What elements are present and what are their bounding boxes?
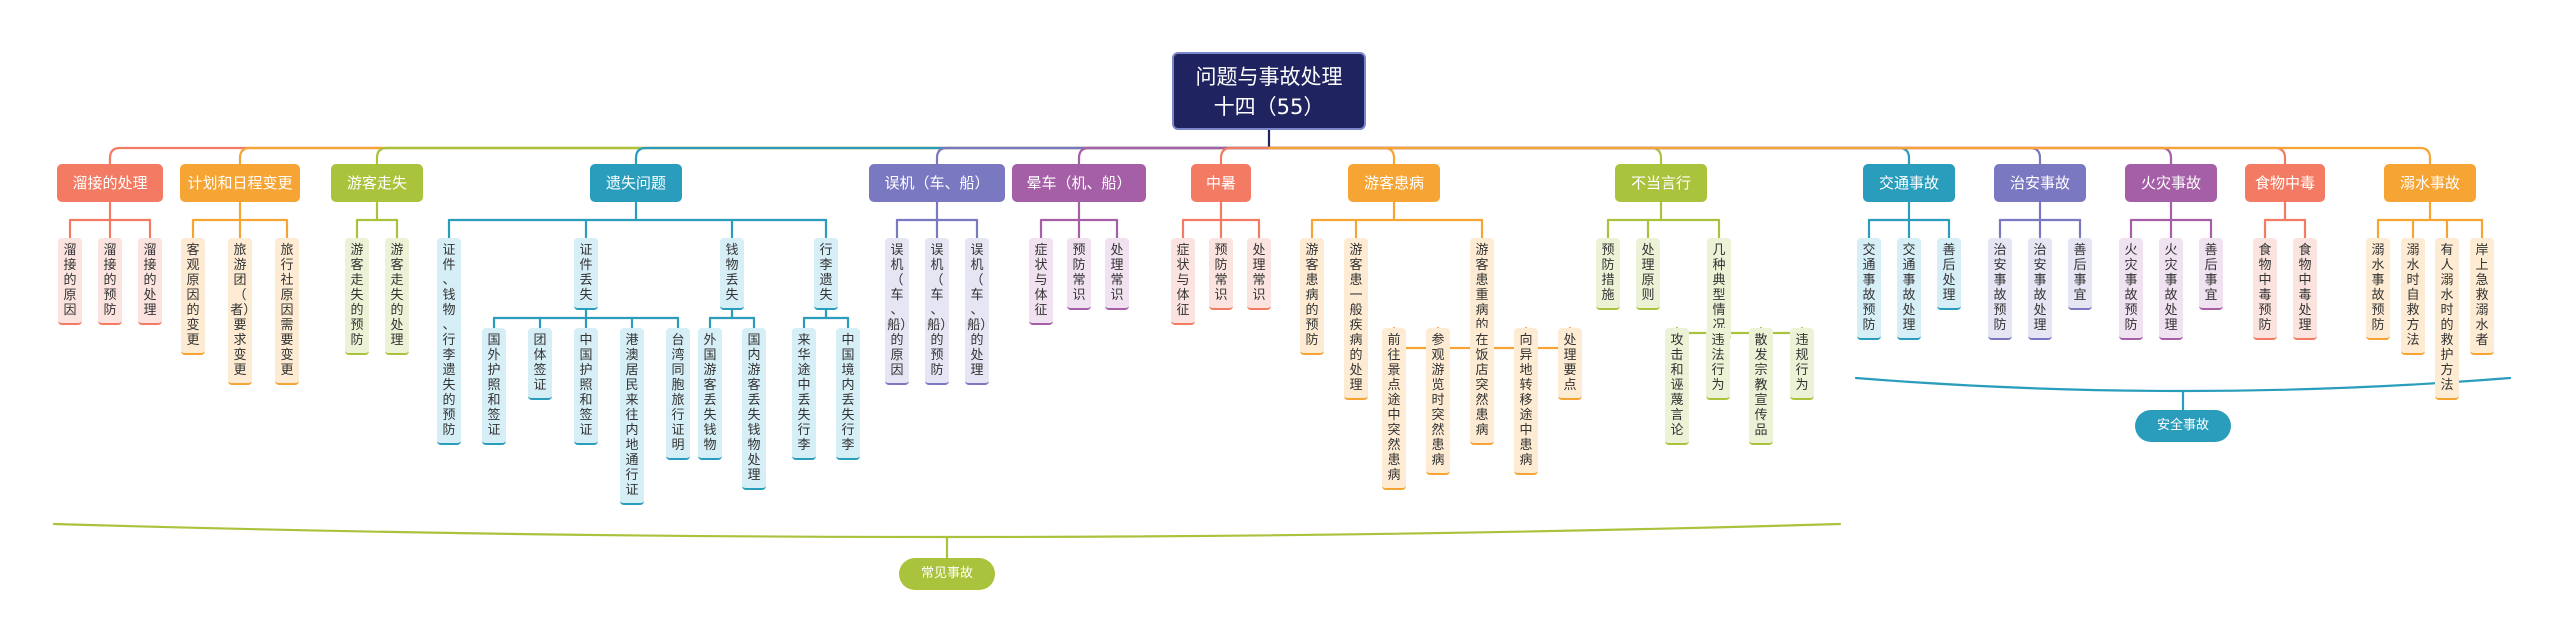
leaf-3-3-1[interactable]: 中国境内丢失行李 [836,328,860,460]
leaf-13-0[interactable]: 溺水事故预防 [2366,238,2390,340]
leaf-0-0[interactable]: 溜接的原因 [58,238,82,325]
category-0[interactable]: 溜接的处理 [57,164,163,202]
leaf-3-1-3[interactable]: 港澳居民来往内地通行证 [620,328,644,505]
category-4[interactable]: 误机（车、船） [869,164,1005,202]
subtopic-8-2[interactable]: 几种典型情况 [1707,238,1731,340]
subtopic-8-0[interactable]: 预防措施 [1596,238,1620,310]
leaf-3-1-2[interactable]: 中国护照和签证 [574,328,598,445]
subtopic-7-1[interactable]: 游客患一般疾病的处理 [1344,238,1368,400]
leaf-3-1-1[interactable]: 团体签证 [528,328,552,400]
leaf-11-0[interactable]: 火灾事故预防 [2119,238,2143,340]
connector-lines [68,128,2484,370]
subtopic-8-1[interactable]: 处理原则 [1636,238,1660,310]
leaf-4-0[interactable]: 误机（车、船）的原因 [885,238,909,385]
group-label-safety-accidents[interactable]: 安全事故 [2135,410,2231,442]
subtopic-3-2[interactable]: 钱物丢失 [720,238,744,310]
leaf-7-2-3[interactable]: 向异地转移途中患病 [1514,328,1538,475]
category-13[interactable]: 溺水事故 [2384,164,2476,202]
subtopic-7-0[interactable]: 游客患病的预防 [1300,238,1324,355]
leaf-9-1[interactable]: 交通事故处理 [1897,238,1921,340]
category-9[interactable]: 交通事故 [1863,164,1955,202]
category-11[interactable]: 火灾事故 [2125,164,2217,202]
leaf-9-2[interactable]: 善后处理 [1937,238,1961,310]
category-8[interactable]: 不当言行 [1615,164,1707,202]
leaf-7-2-1[interactable]: 参观游览时突然患病 [1426,328,1450,475]
leaf-3-2-0[interactable]: 外国游客丢失钱物 [698,328,722,460]
subtopic-3-1[interactable]: 证件丢失 [574,238,598,310]
leaf-8-2-3[interactable]: 违规行为 [1790,328,1814,400]
root-topic[interactable]: 问题与事故处理 十四（55） [1172,52,1366,130]
leaf-9-0[interactable]: 交通事故预防 [1857,238,1881,340]
leaf-1-2[interactable]: 旅行社原因需要变更 [275,238,299,385]
leaf-3-2-1[interactable]: 国内游客丢失钱物处理 [742,328,766,490]
leaf-5-2[interactable]: 处理常识 [1105,238,1129,310]
category-1[interactable]: 计划和日程变更 [180,164,300,202]
leaf-5-0[interactable]: 症状与体征 [1029,238,1053,325]
leaf-7-2-2[interactable]: 在饭店突然患病 [1470,328,1494,445]
leaf-11-2[interactable]: 善后事宜 [2199,238,2223,310]
leaf-6-1[interactable]: 预防常识 [1209,238,1233,310]
group-brackets [52,376,2512,560]
category-6[interactable]: 中暑 [1191,164,1251,202]
leaf-0-1[interactable]: 溜接的预防 [98,238,122,325]
leaf-10-2[interactable]: 善后事宜 [2068,238,2092,310]
leaf-13-3[interactable]: 岸上急救溺水者 [2470,238,2494,355]
category-2[interactable]: 游客走失 [331,164,423,202]
leaf-13-1[interactable]: 溺水时自救方法 [2401,238,2425,355]
category-5[interactable]: 晕车（机、船） [1012,164,1146,202]
group-label-common-accidents[interactable]: 常见事故 [899,558,995,590]
leaf-8-2-1[interactable]: 违法行为 [1706,328,1730,400]
subtopic-3-3[interactable]: 行李遗失 [814,238,838,310]
leaf-4-2[interactable]: 误机（车、船）的处理 [965,238,989,385]
leaf-0-2[interactable]: 溜接的处理 [138,238,162,325]
leaf-6-0[interactable]: 症状与体征 [1171,238,1195,325]
leaf-3-3-0[interactable]: 来华途中丢失行李 [792,328,816,460]
leaf-3-1-4[interactable]: 台湾同胞旅行证明 [666,328,690,460]
root-title: 问题与事故处理 [1195,65,1343,89]
leaf-2-1[interactable]: 游客走失的处理 [385,238,409,355]
category-7[interactable]: 游客患病 [1348,164,1440,202]
leaf-10-1[interactable]: 治安事故处理 [2028,238,2052,340]
leaf-1-1[interactable]: 旅游团（者）要求变更 [228,238,252,385]
root-subtitle: 十四（55） [1213,95,1325,119]
leaf-7-2-4[interactable]: 处理要点 [1558,328,1582,400]
leaf-12-1[interactable]: 食物中毒处理 [2293,238,2317,340]
category-10[interactable]: 治安事故 [1994,164,2086,202]
subtopic-3-0[interactable]: 证件、钱物、行李遗失的预防 [437,238,461,445]
leaf-11-1[interactable]: 火灾事故处理 [2159,238,2183,340]
leaf-10-0[interactable]: 治安事故预防 [1988,238,2012,340]
leaf-8-2-0[interactable]: 攻击和诬蔑言论 [1665,328,1689,445]
leaf-2-0[interactable]: 游客走失的预防 [345,238,369,355]
category-12[interactable]: 食物中毒 [2245,164,2325,202]
leaf-1-0[interactable]: 客观原因的变更 [181,238,205,355]
leaf-4-1[interactable]: 误机（车、船）的预防 [925,238,949,385]
leaf-7-2-0[interactable]: 前往景点途中突然患病 [1382,328,1406,490]
leaf-6-2[interactable]: 处理常识 [1247,238,1271,310]
leaf-13-2[interactable]: 有人溺水时的救护方法 [2435,238,2459,400]
leaf-8-2-2[interactable]: 散发宗教宣传品 [1749,328,1773,445]
category-3[interactable]: 遗失问题 [590,164,682,202]
leaf-5-1[interactable]: 预防常识 [1067,238,1091,310]
leaf-3-1-0[interactable]: 国外护照和签证 [482,328,506,445]
leaf-12-0[interactable]: 食物中毒预防 [2253,238,2277,340]
